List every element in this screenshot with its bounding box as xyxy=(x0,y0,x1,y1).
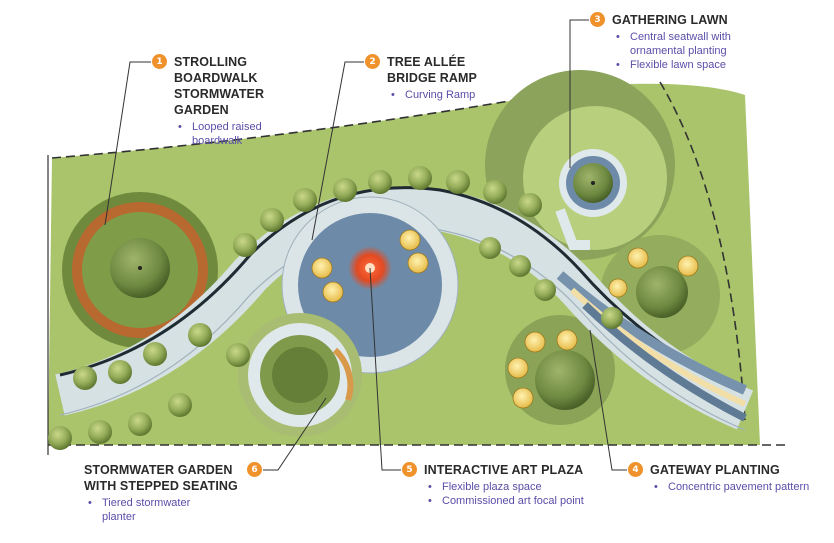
callout-title-line: STORMWATER xyxy=(174,87,265,101)
site-boundary-right xyxy=(659,81,746,421)
callout-bullet: Concentric pavement pattern xyxy=(650,480,810,494)
callout-tree-allee: 2 TREE ALLÉE BRIDGE RAMP Curving Ramp xyxy=(365,54,537,102)
callout-bullet: Commissioned art focal point xyxy=(424,494,589,508)
callout-bullet: Flexible lawn space xyxy=(612,58,762,72)
bench-group xyxy=(311,229,699,409)
callout-bullet: Flexible plaza space xyxy=(424,480,589,494)
callout-bullet: Tiered stormwater planter xyxy=(84,496,219,524)
callout-title-line: TREE ALLÉE xyxy=(387,55,466,69)
callout-title-line: INTERACTIVE ART PLAZA xyxy=(424,463,584,477)
callout-number-badge: 4 xyxy=(628,462,643,477)
callout-number-badge: 1 xyxy=(152,54,167,69)
callout-title-line: GARDEN xyxy=(174,103,229,117)
callout-strolling-boardwalk: 1 STROLLING BOARDWALK STORMWATER GARDEN … xyxy=(152,54,334,148)
callout-number-badge: 6 xyxy=(247,462,262,477)
callout-number-badge: 5 xyxy=(402,462,417,477)
callout-title-line: BOARDWALK xyxy=(174,71,258,85)
callout-title-line: STROLLING xyxy=(174,55,248,69)
callout-title-line: GATHERING LAWN xyxy=(612,13,728,27)
callout-title-line: WITH STEPPED SEATING xyxy=(84,479,238,493)
callout-bullet: Curving Ramp xyxy=(387,88,537,102)
callout-art-plaza: 5 INTERACTIVE ART PLAZA Flexible plaza s… xyxy=(402,462,624,508)
allee-trees xyxy=(48,166,623,450)
callout-title-line: BRIDGE RAMP xyxy=(387,71,477,85)
callout-bullet: Looped raised boardwalk xyxy=(174,120,294,148)
callout-title-line: STORMWATER GARDEN xyxy=(84,463,233,477)
callout-number-badge: 2 xyxy=(365,54,380,69)
callout-gathering-lawn: 3 GATHERING LAWN Central seatwall with o… xyxy=(590,12,782,72)
callout-number-badge: 3 xyxy=(590,12,605,27)
callout-bullet: Central seatwall with ornamental plantin… xyxy=(612,30,762,58)
callout-title-line: GATEWAY PLANTING xyxy=(650,463,780,477)
callout-stepped-seating: 6 STORMWATER GARDEN WITH STEPPED SEATING… xyxy=(84,462,284,524)
callout-gateway-planting: 4 GATEWAY PLANTING Concentric pavement p… xyxy=(628,462,830,494)
